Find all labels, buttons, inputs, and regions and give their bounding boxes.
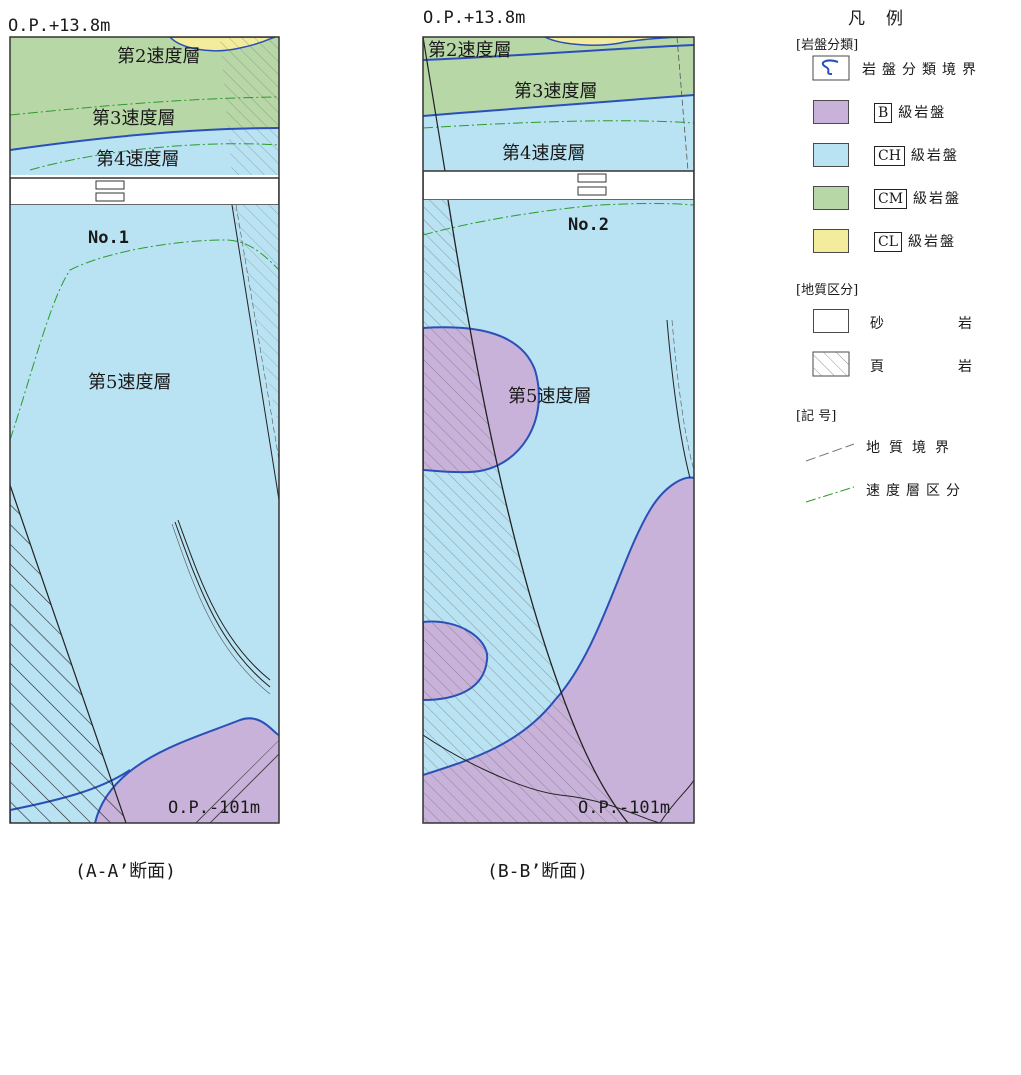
- section-a-frame: [9, 36, 280, 824]
- ch-zone-upper-a: [10, 128, 279, 175]
- b-code: B: [874, 103, 893, 123]
- ch-class-swatch: [813, 143, 849, 167]
- legend-cm-class: CM 級岩盤: [874, 188, 961, 209]
- cl-class-swatch: [813, 229, 849, 253]
- velocity-line-a3: [10, 239, 279, 441]
- section-b-bottom-elevation: O.P.-101m: [578, 798, 671, 818]
- legend-ch-class: CH 級岩盤: [874, 145, 959, 166]
- shale-swatch: [813, 352, 849, 376]
- legend-b-class: B 級岩盤: [874, 102, 946, 123]
- section-a-top-elevation: O.P.+13.8m: [8, 16, 111, 36]
- tunnel-a: [10, 177, 279, 206]
- legend-symbol-header: [記 号]: [796, 409, 837, 424]
- section-b-layer4-label: 第4速度層: [502, 143, 586, 164]
- tunnel-b: [423, 170, 694, 201]
- legend-cl-class: CL 級岩盤: [874, 231, 956, 252]
- shale-wedge-b: [423, 200, 694, 823]
- legend-shale: 頁 岩: [870, 359, 1002, 375]
- b-grade-text: 級岩盤: [898, 105, 947, 121]
- shale-upper-a: [220, 37, 279, 175]
- b-class-swatch: [813, 100, 849, 124]
- legend-rock-boundary: 岩盤分類境界: [862, 62, 982, 78]
- section-b-caption: (B-B’断面): [487, 861, 589, 882]
- section-a-caption: (A-A’断面): [75, 861, 177, 882]
- section-b-layer3-label: 第3速度層: [514, 81, 598, 102]
- b-zone-b: [423, 477, 694, 823]
- shale-band-a: [195, 740, 279, 823]
- ch-code: CH: [874, 146, 905, 166]
- legend-sandstone: 砂 岩: [870, 316, 1002, 332]
- sandstone-swatch: [813, 309, 849, 333]
- borehole-no2-label: No.2: [568, 215, 609, 235]
- section-b-frame: [422, 36, 695, 824]
- section-a-layer4-label: 第4速度層: [96, 149, 180, 170]
- section-a: [10, 37, 279, 823]
- section-a-layer5-label: 第5速度層: [88, 372, 172, 393]
- section-a-layer3-label: 第3速度層: [92, 108, 176, 129]
- borehole-no1-label: No.1: [88, 228, 129, 248]
- section-a-bottom-elevation: O.P.-101m: [168, 798, 261, 818]
- ch-grade-text: 級岩盤: [910, 148, 959, 164]
- cm-class-swatch: [813, 186, 849, 210]
- rock-boundary-symbol: [821, 59, 839, 75]
- cm-code: CM: [874, 189, 908, 209]
- section-b-layer5-label: 第5速度層: [508, 386, 592, 407]
- section-a-layer2-label: 第2速度層: [117, 46, 201, 67]
- legend-rock-class-header: [岩盤分類]: [796, 38, 859, 53]
- legend-velocity-division: 速度層区分: [866, 483, 966, 499]
- section-b: [423, 37, 694, 823]
- legend-geo-boundary: 地質境界: [866, 440, 958, 456]
- shale-right-a: [232, 205, 279, 430]
- cl-code: CL: [874, 232, 903, 252]
- legend-title: 凡 例: [848, 9, 905, 29]
- section-b-top-elevation: O.P.+13.8m: [423, 8, 526, 28]
- ch-zone-upper-b: [423, 95, 694, 171]
- legend-geology-header: [地質区分]: [796, 283, 859, 298]
- legend-graphics: [805, 55, 855, 503]
- section-b-layer2-label: 第2速度層: [428, 40, 512, 61]
- cl-grade-text: 級岩盤: [908, 234, 957, 250]
- cm-grade-text: 級岩盤: [913, 191, 962, 207]
